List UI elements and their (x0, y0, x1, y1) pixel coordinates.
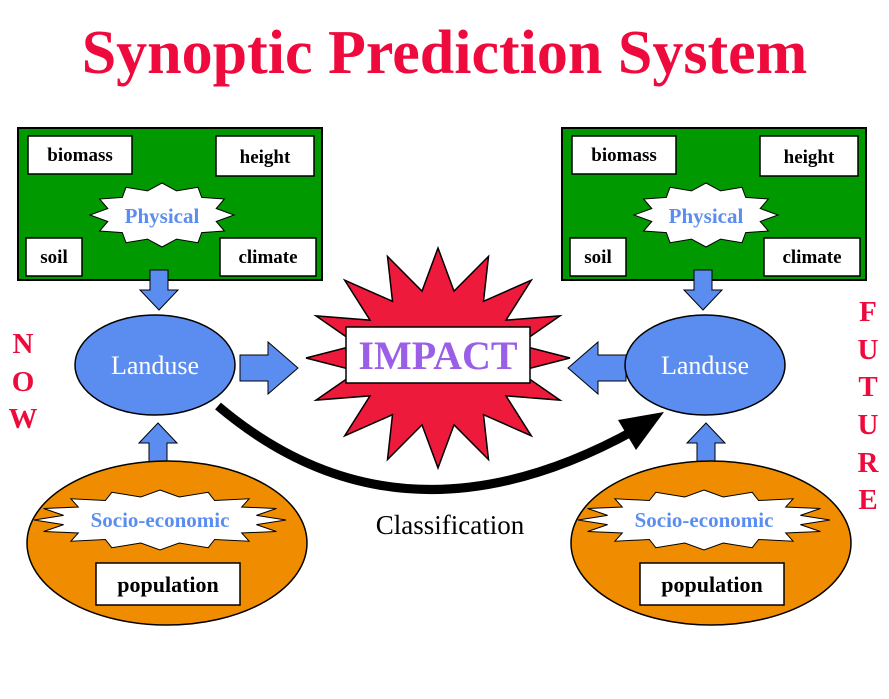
right-population-box (639, 562, 785, 606)
right-landuse-to-impact-arrow (567, 340, 627, 396)
right-landuse-label: Landuse (661, 351, 749, 380)
page-title: Synoptic Prediction System (81, 19, 808, 87)
right-socio-label: Socio-economic (635, 508, 774, 532)
now-letter: N (12, 328, 34, 360)
left-height-label: height (240, 147, 291, 168)
right-soil-label: soil (584, 247, 611, 268)
left-physical-label: Physical (125, 204, 200, 228)
left-physical-burst (88, 182, 236, 248)
left-biomass-label: biomass (47, 145, 112, 166)
right-soil-box (569, 237, 627, 277)
now-label: N O W (8, 326, 38, 439)
left-population-box (95, 562, 241, 606)
right-socio-to-landuse-arrow (685, 422, 727, 463)
future-letter: U (857, 333, 879, 366)
left-biomass-box (27, 135, 133, 175)
right-socio-burst (577, 489, 831, 551)
right-landuse-node (624, 314, 786, 416)
future-letter: U (857, 409, 879, 442)
classification-curve-arrow (215, 402, 638, 495)
left-landuse-to-impact-arrow (239, 340, 299, 396)
right-population-label: population (661, 572, 763, 597)
left-height-box (215, 135, 315, 177)
impact-box (345, 326, 531, 384)
left-physical-to-landuse-arrow (138, 269, 180, 311)
right-physical-to-landuse-arrow (682, 269, 724, 311)
left-socio-label: Socio-economic (91, 508, 230, 532)
right-climate-box (763, 237, 861, 277)
future-letter: E (858, 484, 878, 517)
left-landuse-label: Landuse (111, 351, 199, 380)
left-climate-box (219, 237, 317, 277)
right-climate-label: climate (782, 247, 841, 268)
right-biomass-box (571, 135, 677, 175)
left-soil-box (25, 237, 83, 277)
left-population-label: population (117, 572, 219, 597)
right-physical-burst (632, 182, 780, 248)
right-height-box (759, 135, 859, 177)
left-landuse-node (74, 314, 236, 416)
left-socio-to-landuse-arrow (137, 422, 179, 463)
future-label: F U T U R E (853, 294, 883, 520)
future-letter: T (858, 371, 878, 404)
center-column: IMPACT Classification (215, 245, 664, 540)
impact-label: IMPACT (358, 333, 518, 378)
right-height-label: height (784, 147, 835, 168)
right-biomass-label: biomass (591, 145, 656, 166)
left-column: biomass height soil climate Physical Lan… (17, 127, 323, 626)
now-letter: O (11, 365, 35, 398)
classification-arrowhead (618, 412, 664, 450)
left-socio-burst (33, 489, 287, 551)
now-letter: W (8, 403, 38, 436)
left-climate-label: climate (238, 247, 297, 268)
future-letter: R (857, 446, 879, 479)
future-letter: F (859, 296, 877, 328)
left-soil-label: soil (40, 247, 67, 268)
classification-label: Classification (376, 510, 525, 540)
right-physical-label: Physical (669, 204, 744, 228)
right-column: biomass height soil climate Physical Lan… (561, 127, 867, 626)
